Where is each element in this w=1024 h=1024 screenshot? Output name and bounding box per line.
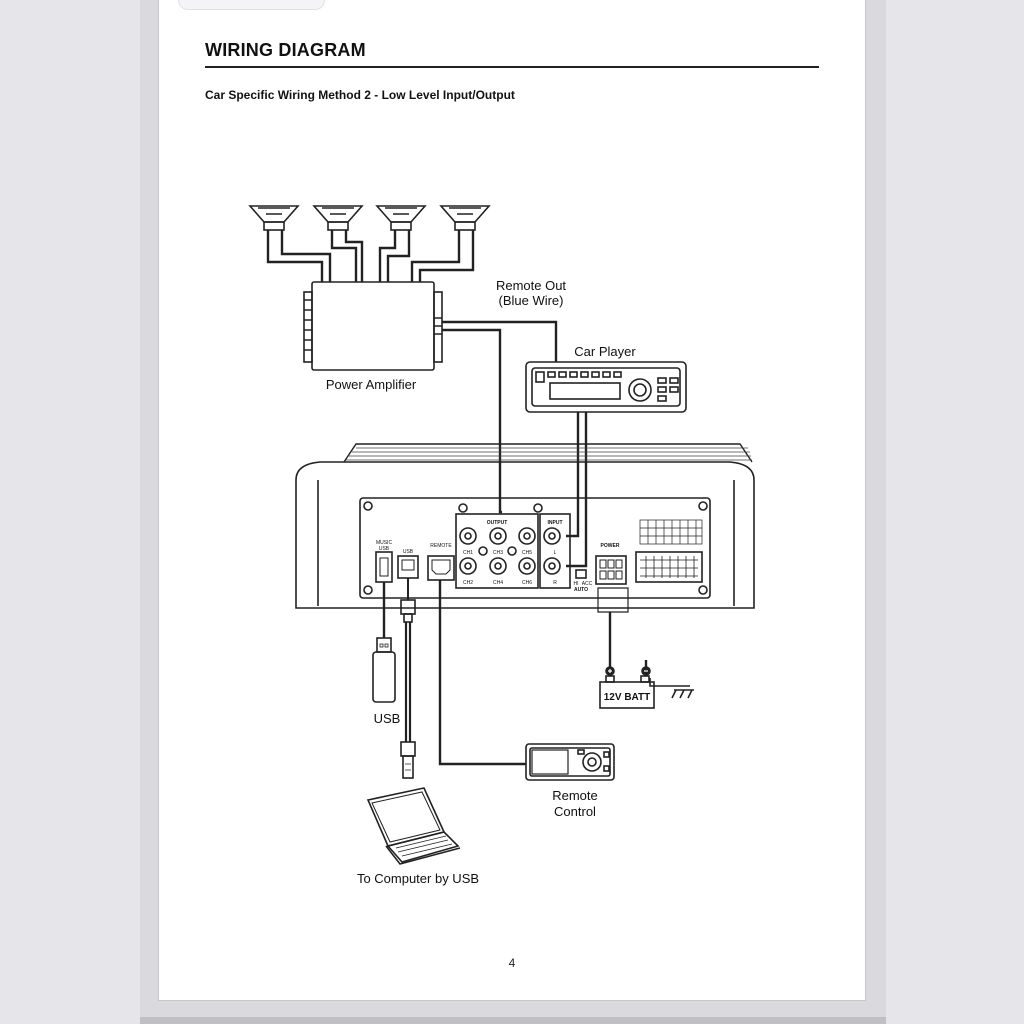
hi-acc-switch [575, 569, 587, 579]
power-lead [597, 587, 629, 613]
usb-b-plug-icon [400, 599, 416, 779]
grille-mesh [346, 447, 752, 461]
speaker-wires [266, 230, 475, 282]
remote-port-label: REMOTE [430, 543, 452, 549]
ch1-label: CH1 [463, 550, 473, 556]
ch4-label: CH4 [493, 580, 503, 586]
music-usb-label: MUSIC [376, 540, 393, 546]
output-panel [455, 513, 539, 589]
amp-output-wire [442, 328, 502, 514]
ch5-label: CH5 [522, 550, 532, 556]
document-page [158, 0, 866, 1001]
input-l-label: L [554, 550, 557, 556]
screw-icon [698, 501, 708, 511]
speaker-icon [439, 205, 491, 231]
laptop-icon [366, 787, 461, 865]
usb-stick-icon [372, 637, 396, 703]
usb-port-label: USB [403, 549, 414, 555]
speaker-icon [312, 205, 364, 231]
remote-control-icon [525, 743, 615, 781]
screw-icon [458, 503, 468, 513]
harness-connector [635, 551, 703, 583]
ch3-label: CH3 [493, 550, 503, 556]
remote-out-label: Remote Out [496, 278, 566, 293]
power-amplifier-label: Power Amplifier [326, 377, 417, 392]
remote-cable [438, 580, 526, 766]
input-r-label: R [553, 580, 557, 586]
page-number: 4 [508, 956, 516, 970]
screw-icon [533, 503, 543, 513]
ground-icon [649, 678, 694, 699]
acc-label: ACC [582, 581, 593, 587]
car-player-label: Car Player [574, 344, 636, 359]
power-label: POWER [601, 543, 620, 549]
pin-table [639, 519, 703, 545]
battery-icon [599, 666, 655, 709]
battery-label: 12V BATT [604, 692, 651, 703]
rca-jacks [459, 527, 536, 575]
ch6-label: CH6 [522, 580, 532, 586]
computer-label: To Computer by USB [357, 871, 479, 886]
player-input-wire-l [566, 412, 580, 538]
remote-out-label-2: (Blue Wire) [498, 293, 563, 308]
remote-control-label-2: Control [554, 804, 596, 819]
screw-icon [363, 585, 373, 595]
speaker-icon [248, 205, 300, 231]
power-amplifier-icon [303, 281, 443, 371]
bottom-bar [140, 1017, 886, 1024]
music-usb-label-2: USB [379, 546, 390, 552]
input-panel [539, 513, 571, 589]
screw-icon [698, 585, 708, 595]
music-usb-port [375, 551, 393, 583]
panel-labels: MUSIC USB USB REMOTE OUTPUT INPUT POWER … [376, 520, 620, 593]
speaker-icon [375, 205, 427, 231]
remote-control-label: Remote [552, 788, 598, 803]
hi-label: HI [574, 581, 579, 587]
usb-port [397, 555, 419, 579]
ch2-label: CH2 [463, 580, 473, 586]
car-player-icon [525, 361, 687, 413]
player-input-wire-r [566, 412, 588, 568]
output-label: OUTPUT [487, 520, 508, 526]
remote-out-wire [442, 320, 558, 362]
power-connector [595, 555, 627, 585]
page-subtitle: Car Specific Wiring Method 2 - Low Level… [205, 88, 515, 102]
title-rule [205, 66, 819, 68]
page-title: WIRING DIAGRAM [205, 40, 366, 60]
screw-icon [363, 501, 373, 511]
usb-stick-label: USB [374, 711, 401, 726]
input-label: INPUT [548, 520, 563, 526]
auto-label: AUTO [574, 587, 588, 593]
subwoofer-unit [295, 443, 755, 609]
